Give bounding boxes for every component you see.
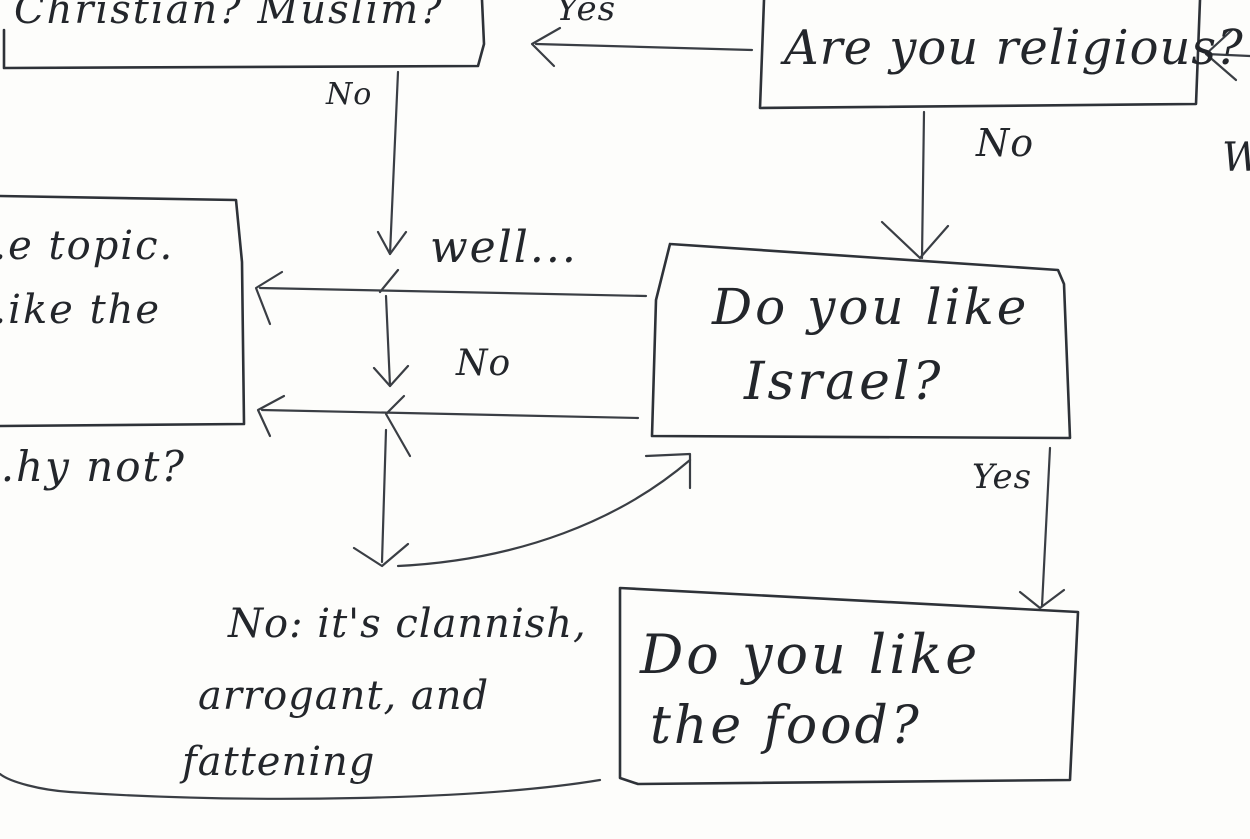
mid-vertical-connector [384, 294, 392, 388]
lower-vertical-connector [380, 428, 388, 564]
clannish-line2: arrogant, and [198, 673, 490, 719]
yes-religious-connector [534, 42, 754, 52]
food-question-line1: Do you like [640, 623, 981, 686]
no-mid-arrowhead-left [256, 394, 286, 438]
yes-israel-label: Yes [972, 457, 1033, 497]
left-box-outline [0, 194, 246, 428]
well-label: well... [430, 222, 578, 273]
top-left-box-text: Christian? Muslim? [14, 0, 444, 33]
clannish-line1: No: it's clannish, [228, 601, 587, 647]
religious-box-outline [758, 0, 1202, 110]
israel-box-outline [650, 242, 1072, 440]
no-mid-connector [260, 408, 640, 420]
mid-vertical-arrowhead [372, 364, 410, 388]
well-connector [258, 286, 648, 298]
no-topleft-arrowhead [376, 230, 408, 256]
well-arrowhead-mid [378, 268, 400, 294]
bottom-left-curve [0, 772, 602, 800]
yes-religious-arrowhead [530, 26, 562, 68]
israel-question-line1: Do you like [712, 278, 1030, 336]
clannish-line3: fattening [182, 739, 376, 785]
incoming-right-connector [1204, 52, 1250, 58]
incoming-right-arrowhead [1204, 28, 1238, 82]
no-religious-arrowhead [880, 220, 950, 260]
no-mid-arrowhead-mid [384, 394, 412, 458]
lower-vertical-arrowhead [352, 542, 410, 568]
why-not-label: ...hy not? [0, 442, 186, 491]
food-box-outline [618, 586, 1080, 786]
religious-question-text: Are you religious? [784, 20, 1244, 76]
israel-question-line2: Israel? [744, 352, 944, 412]
curve-to-israel-arrowhead [644, 452, 692, 490]
yes-israel-arrowhead [1018, 588, 1066, 610]
no-right-label: No [976, 121, 1035, 165]
no-left-label: No [326, 77, 373, 112]
well-arrowhead-left [254, 270, 284, 326]
top-left-box-outline [2, 0, 486, 70]
no-topleft-connector [388, 70, 400, 256]
yes-top-label: Yes [556, 0, 617, 29]
left-box-text-line1: ...e topic. [0, 223, 175, 269]
left-box-text-line2: ...ike the [0, 287, 162, 333]
yes-israel-connector [1040, 446, 1052, 608]
food-question-line2: the food? [650, 696, 922, 756]
w-edge-label: W [1222, 138, 1250, 178]
curve-to-israel [396, 458, 692, 568]
no-mid-label: No [456, 343, 512, 384]
no-religious-connector [920, 110, 926, 260]
